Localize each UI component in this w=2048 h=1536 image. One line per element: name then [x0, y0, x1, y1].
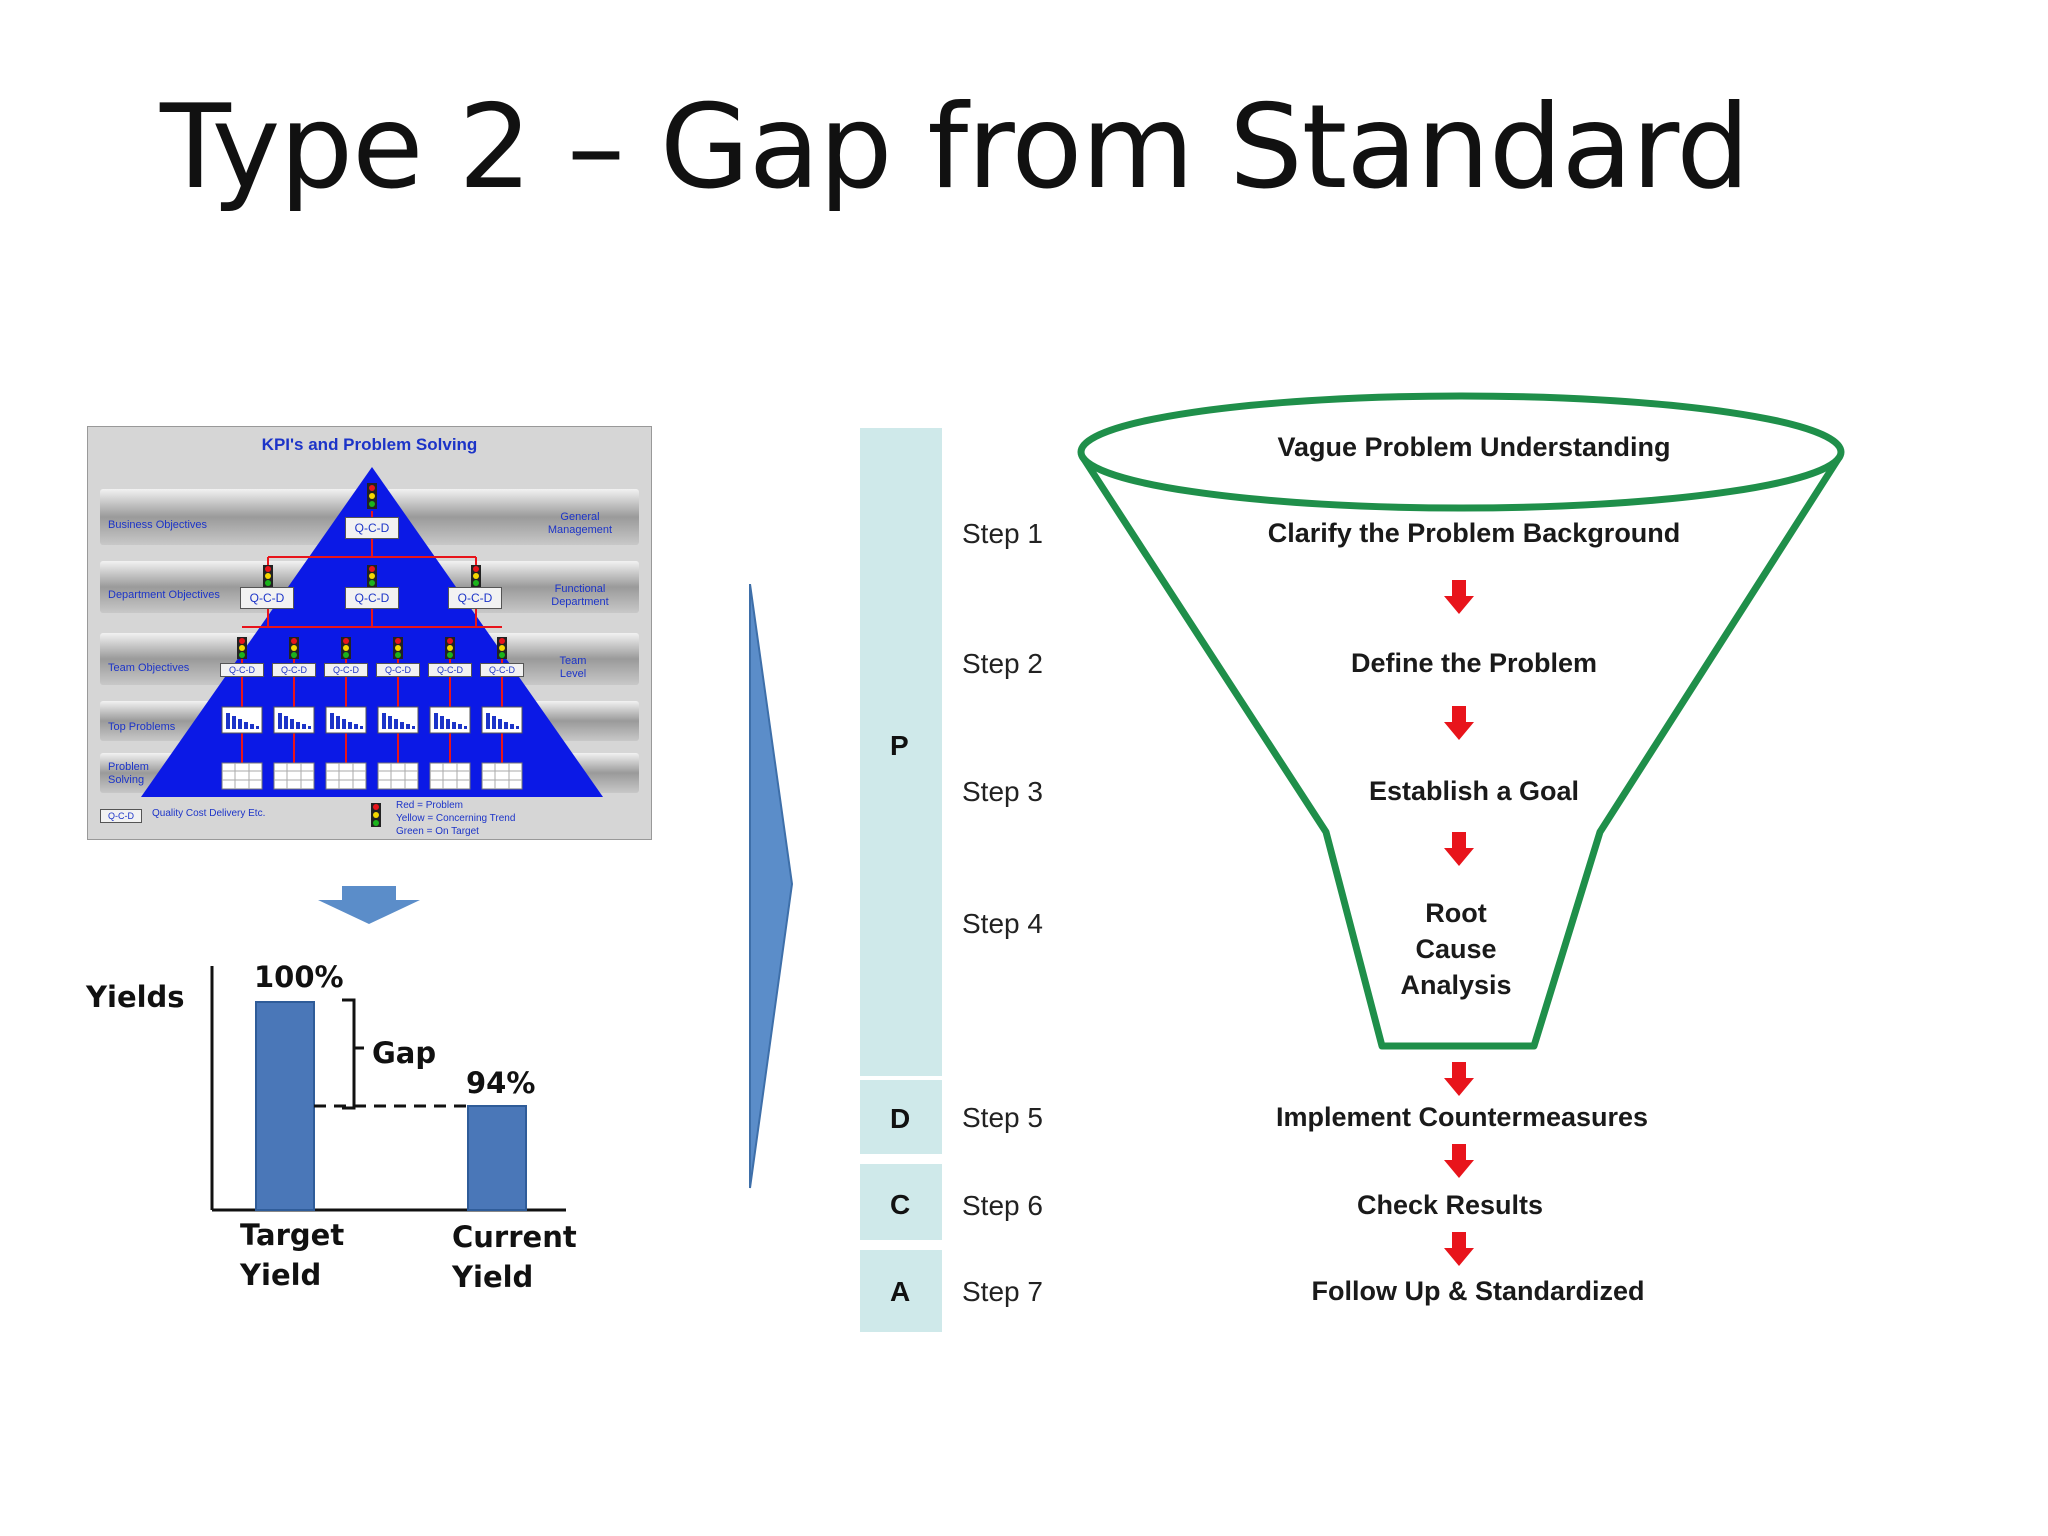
funnel-top-text: Vague Problem Understanding — [1277, 432, 1671, 462]
chevron-right-icon — [749, 584, 794, 1189]
qcd-box: Q-C-D — [240, 587, 294, 609]
right-label-team: Team Level — [559, 655, 587, 680]
row-label-top-problems: Top Problems — [108, 721, 176, 733]
x-label-current-1: Current — [452, 1220, 577, 1254]
legend-qcd-text: Quality Cost Delivery Etc. — [152, 808, 266, 819]
qcd-box: Q-C-D — [345, 517, 399, 539]
red-arrow-down-icon — [1444, 580, 1474, 614]
gap-label: Gap — [372, 1036, 437, 1070]
funnel-step-4-line-2: Cause — [1415, 934, 1497, 964]
page-title: Type 2 – Gap from Standard — [160, 80, 1750, 215]
qcd-box: Q-C-D — [428, 663, 472, 677]
phase-p-band — [860, 428, 942, 1076]
bar-value-target: 100% — [254, 960, 344, 994]
phase-label-d: D — [890, 1103, 911, 1134]
bar-value-current: 94% — [466, 1066, 536, 1100]
step-label-3: Step 3 — [962, 776, 1043, 807]
bar-current-yield — [467, 1105, 527, 1211]
funnel-step-3: Establish a Goal — [1368, 776, 1580, 806]
step-label-7: Step 7 — [962, 1276, 1043, 1307]
phase-label-c: C — [890, 1189, 911, 1220]
pyramid-graphic — [141, 467, 603, 827]
legend-green: Green = On Target — [396, 826, 479, 837]
funnel-step-5: Implement Countermeasures — [1275, 1102, 1649, 1132]
row-label-business: Business Objectives — [108, 519, 208, 531]
x-label-current-2: Yield — [452, 1260, 534, 1294]
yield-chart-ylabel: Yields — [86, 980, 185, 1014]
traffic-light-icons — [237, 483, 507, 827]
phase-label-a: A — [890, 1276, 911, 1307]
down-arrow-icon — [318, 886, 420, 924]
kpi-title: KPI's and Problem Solving — [261, 435, 478, 454]
x-label-target-1: Target — [240, 1218, 345, 1252]
funnel-step-6: Check Results — [1356, 1190, 1544, 1220]
kpi-figure: KPI's and Problem Solving — [87, 426, 652, 840]
row-label-team: Team Objectives — [108, 662, 190, 674]
right-label-functional: Functional Department — [551, 583, 609, 608]
step-label-6: Step 6 — [962, 1190, 1043, 1221]
qcd-box: Q-C-D — [448, 587, 502, 609]
qcd-box: Q-C-D — [345, 587, 399, 609]
phase-d-band — [860, 1080, 942, 1154]
legend-qcd-box: Q-C-D — [100, 809, 142, 823]
red-arrow-down-icon — [1444, 832, 1474, 866]
x-label-target-2: Yield — [240, 1258, 322, 1292]
step-label-2: Step 2 — [962, 648, 1043, 679]
qcd-box: Q-C-D — [480, 663, 524, 677]
pareto-chart-icons — [221, 706, 523, 734]
row-label-problem-solving: Problem Solving — [108, 761, 149, 786]
phase-c-band — [860, 1164, 942, 1240]
funnel-outline — [1079, 454, 1843, 1050]
phase-label-p: P — [890, 730, 909, 761]
red-arrow-down-icon — [1444, 706, 1474, 740]
funnel-step-2: Define the Problem — [1350, 648, 1598, 678]
step-label-1: Step 1 — [962, 518, 1043, 549]
qcd-box: Q-C-D — [324, 663, 368, 677]
funnel-graphic — [1077, 392, 1845, 1050]
funnel-step-7: Follow Up & Standardized — [1311, 1276, 1645, 1306]
funnel-step-4-line-1: Root — [1425, 898, 1487, 928]
funnel-step-4-line-3: Analysis — [1400, 970, 1512, 1000]
phase-a-band — [860, 1250, 942, 1332]
step-label-4: Step 4 — [962, 908, 1043, 939]
red-arrow-down-icon — [1444, 1062, 1474, 1096]
right-label-general: General Management — [547, 511, 613, 536]
qcd-box: Q-C-D — [376, 663, 420, 677]
bar-target-yield — [255, 1001, 315, 1211]
gap-bracket — [342, 998, 356, 1110]
row-label-department: Department Objectives — [108, 589, 220, 601]
qcd-box: Q-C-D — [220, 663, 264, 677]
funnel-step-1: Clarify the Problem Background — [1267, 518, 1681, 548]
legend-red: Red = Problem — [396, 800, 463, 811]
yield-chart — [210, 966, 566, 1212]
legend-yellow: Yellow = Concerning Trend — [396, 813, 516, 824]
red-arrow-down-icon — [1444, 1232, 1474, 1266]
qcd-box: Q-C-D — [272, 663, 316, 677]
a3-sheet-icons — [221, 762, 523, 790]
funnel-rim — [1077, 392, 1845, 512]
step-label-5: Step 5 — [962, 1102, 1043, 1133]
red-arrow-down-icon — [1444, 1144, 1474, 1178]
